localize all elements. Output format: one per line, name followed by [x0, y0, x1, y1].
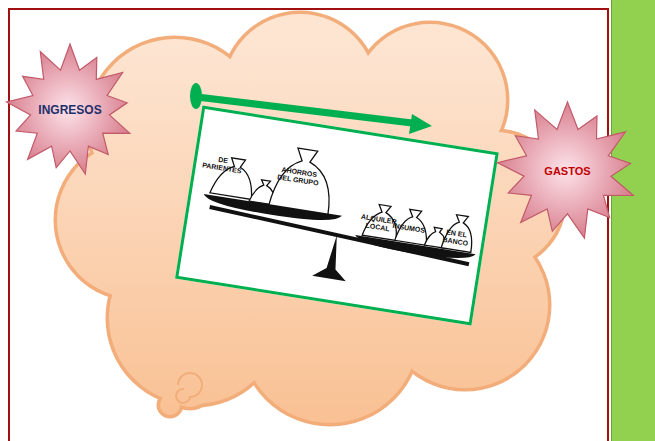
starburst-label: INGRESOS: [4, 42, 136, 178]
starburst-shape: INGRESOS: [4, 42, 136, 178]
bag-label: DE PARIENTES: [201, 153, 243, 175]
side-band: [611, 0, 655, 441]
starburst-label: GASTOS: [495, 100, 640, 242]
starburst-shape: GASTOS: [495, 100, 640, 242]
